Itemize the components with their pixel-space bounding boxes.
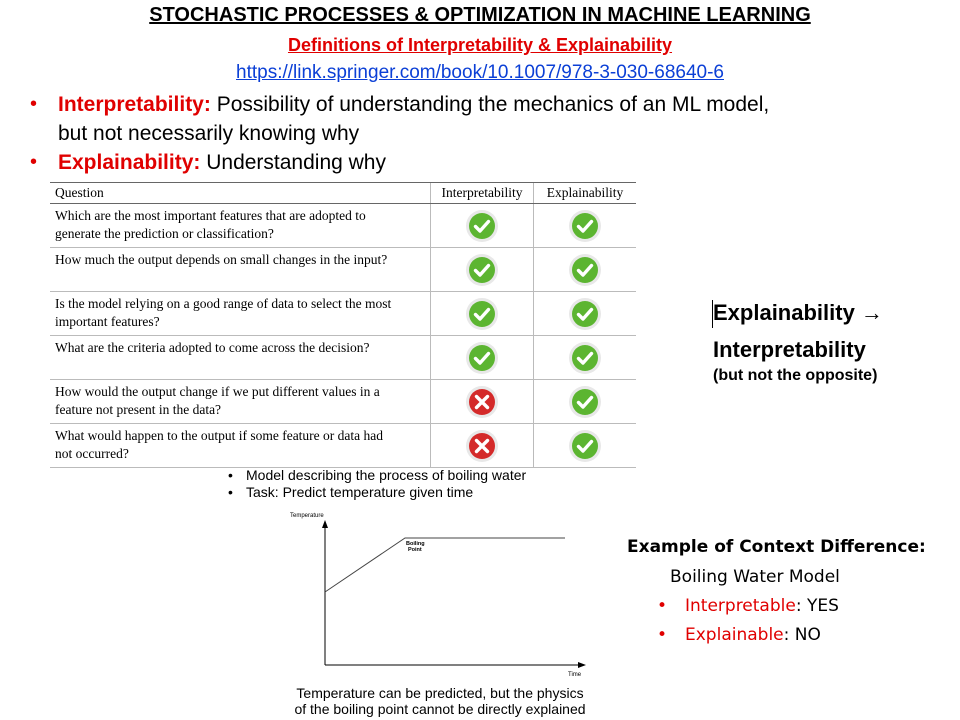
term-interpretability: Interpretability: bbox=[58, 93, 211, 116]
question-text-cont: feature not present in the data? bbox=[55, 402, 222, 417]
question-text-cont: generate the prediction or classificatio… bbox=[55, 226, 274, 241]
task-item: •Task: Predict temperature given time bbox=[228, 484, 474, 500]
example-label: Explainable bbox=[685, 625, 784, 645]
header-question: Question bbox=[50, 182, 431, 204]
y-axis-label: Temperature bbox=[290, 513, 324, 519]
x-axis-arrow bbox=[578, 662, 586, 668]
question-cell: Is the model relying on a good range of … bbox=[50, 291, 431, 336]
interpretability-cell bbox=[430, 335, 534, 380]
slide-title: STOCHASTIC PROCESSES & OPTIMIZATION IN M… bbox=[149, 4, 811, 26]
example-item-interpretable: • Interpretable: YES bbox=[657, 596, 839, 616]
x-axis-label: Time bbox=[568, 672, 582, 678]
task-list: •Model describing the process of boiling… bbox=[228, 467, 526, 501]
caption-line2: of the boiling point cannot be directly … bbox=[294, 701, 586, 717]
example-value: : YES bbox=[795, 596, 839, 616]
side-note-line3: (but not the opposite) bbox=[713, 367, 878, 384]
table-header-row: Question Interpretability Explainability bbox=[50, 182, 636, 204]
header-interpretability: Interpretability bbox=[430, 182, 534, 204]
table-row: What would happen to the output if some … bbox=[50, 423, 636, 468]
check-icon bbox=[568, 429, 602, 462]
question-cell: What would happen to the output if some … bbox=[50, 423, 431, 468]
check-icon bbox=[465, 253, 499, 286]
side-note-line2: Interpretability bbox=[713, 337, 866, 362]
definition-bullets: • Interpretability: Possibility of under… bbox=[30, 90, 930, 177]
question-cell: How much the output depends on small cha… bbox=[50, 247, 431, 292]
springer-link[interactable]: https://link.springer.com/book/10.1007/9… bbox=[236, 62, 724, 83]
cross-icon bbox=[465, 385, 499, 418]
caption-line1: Temperature can be predicted, but the ph… bbox=[296, 685, 584, 701]
questions-table: Question Interpretability Explainability… bbox=[50, 182, 636, 468]
example-value: : NO bbox=[783, 625, 821, 645]
explainability-cell bbox=[533, 335, 636, 380]
check-icon bbox=[568, 297, 602, 330]
definition-interpretability-cont: but not necessarily knowing why bbox=[58, 122, 360, 145]
explainability-cell bbox=[533, 423, 636, 468]
question-cell: Which are the most important features th… bbox=[50, 203, 431, 248]
definition-explainability: Understanding why bbox=[206, 151, 386, 174]
question-text: What would happen to the output if some … bbox=[55, 428, 384, 443]
bullet-dot: • bbox=[657, 625, 668, 645]
interpretability-cell bbox=[430, 291, 534, 336]
example-box: Example of Context Difference: Boiling W… bbox=[627, 537, 957, 645]
interpretability-cell bbox=[430, 203, 534, 248]
y-axis-arrow bbox=[322, 520, 328, 528]
task-item: •Model describing the process of boiling… bbox=[228, 467, 527, 483]
table-row: Which are the most important features th… bbox=[50, 203, 636, 248]
interpretability-cell bbox=[430, 247, 534, 292]
question-text: What are the criteria adopted to come ac… bbox=[55, 340, 370, 355]
question-cell: How would the output change if we put di… bbox=[50, 379, 431, 424]
interpretability-cell bbox=[430, 423, 534, 468]
explainability-cell bbox=[533, 247, 636, 292]
check-icon bbox=[568, 385, 602, 418]
slide-subtitle: Definitions of Interpretability & Explai… bbox=[287, 35, 673, 55]
temperature-line bbox=[324, 537, 565, 593]
boiling-point-label-2: Point bbox=[408, 547, 422, 553]
bullet-dot: • bbox=[30, 93, 38, 115]
side-note-line1: Explainability → bbox=[713, 300, 883, 325]
bullet-explainability: • Explainability: Understanding why bbox=[30, 148, 930, 177]
task-text: Task: Predict temperature given time bbox=[246, 484, 474, 500]
table-row: Is the model relying on a good range of … bbox=[50, 291, 636, 336]
text-cursor bbox=[712, 300, 713, 328]
cross-icon bbox=[465, 429, 499, 462]
table-row: What are the criteria adopted to come ac… bbox=[50, 335, 636, 380]
check-icon bbox=[568, 209, 602, 242]
check-icon bbox=[465, 209, 499, 242]
boiling-point-label: Boiling bbox=[406, 541, 425, 547]
question-text: How would the output change if we put di… bbox=[55, 384, 380, 399]
bullet-dot: • bbox=[657, 596, 668, 616]
explainability-cell bbox=[533, 203, 636, 248]
example-heading: Example of Context Difference: bbox=[627, 537, 926, 557]
question-text: Is the model relying on a good range of … bbox=[55, 296, 392, 311]
example-model: Boiling Water Model bbox=[670, 567, 840, 587]
bullet-interpretability: • Interpretability: Possibility of under… bbox=[30, 90, 930, 148]
definition-interpretability: Possibility of understanding the mechani… bbox=[216, 93, 770, 116]
chart-caption: Temperature can be predicted, but the ph… bbox=[230, 685, 650, 717]
table-row: How would the output change if we put di… bbox=[50, 379, 636, 424]
bullet-dot: • bbox=[30, 151, 38, 173]
header-explainability: Explainability bbox=[533, 182, 636, 204]
check-icon bbox=[465, 341, 499, 374]
explainability-cell bbox=[533, 379, 636, 424]
example-label: Interpretable bbox=[685, 596, 796, 616]
question-text-cont: not occurred? bbox=[55, 446, 129, 461]
check-icon bbox=[568, 253, 602, 286]
question-text-cont: important features? bbox=[55, 314, 160, 329]
interpretability-cell bbox=[430, 379, 534, 424]
example-item-explainable: • Explainable: NO bbox=[657, 625, 821, 645]
question-text: Which are the most important features th… bbox=[55, 208, 366, 223]
table-row: How much the output depends on small cha… bbox=[50, 247, 636, 292]
boiling-chart: Temperature Time Boiling Point bbox=[290, 513, 586, 678]
check-icon bbox=[568, 341, 602, 374]
check-icon bbox=[465, 297, 499, 330]
question-cell: What are the criteria adopted to come ac… bbox=[50, 335, 431, 380]
explainability-cell bbox=[533, 291, 636, 336]
term-explainability: Explainability: bbox=[58, 151, 201, 174]
question-text: How much the output depends on small cha… bbox=[55, 252, 388, 267]
task-text: Model describing the process of boiling … bbox=[246, 467, 527, 483]
